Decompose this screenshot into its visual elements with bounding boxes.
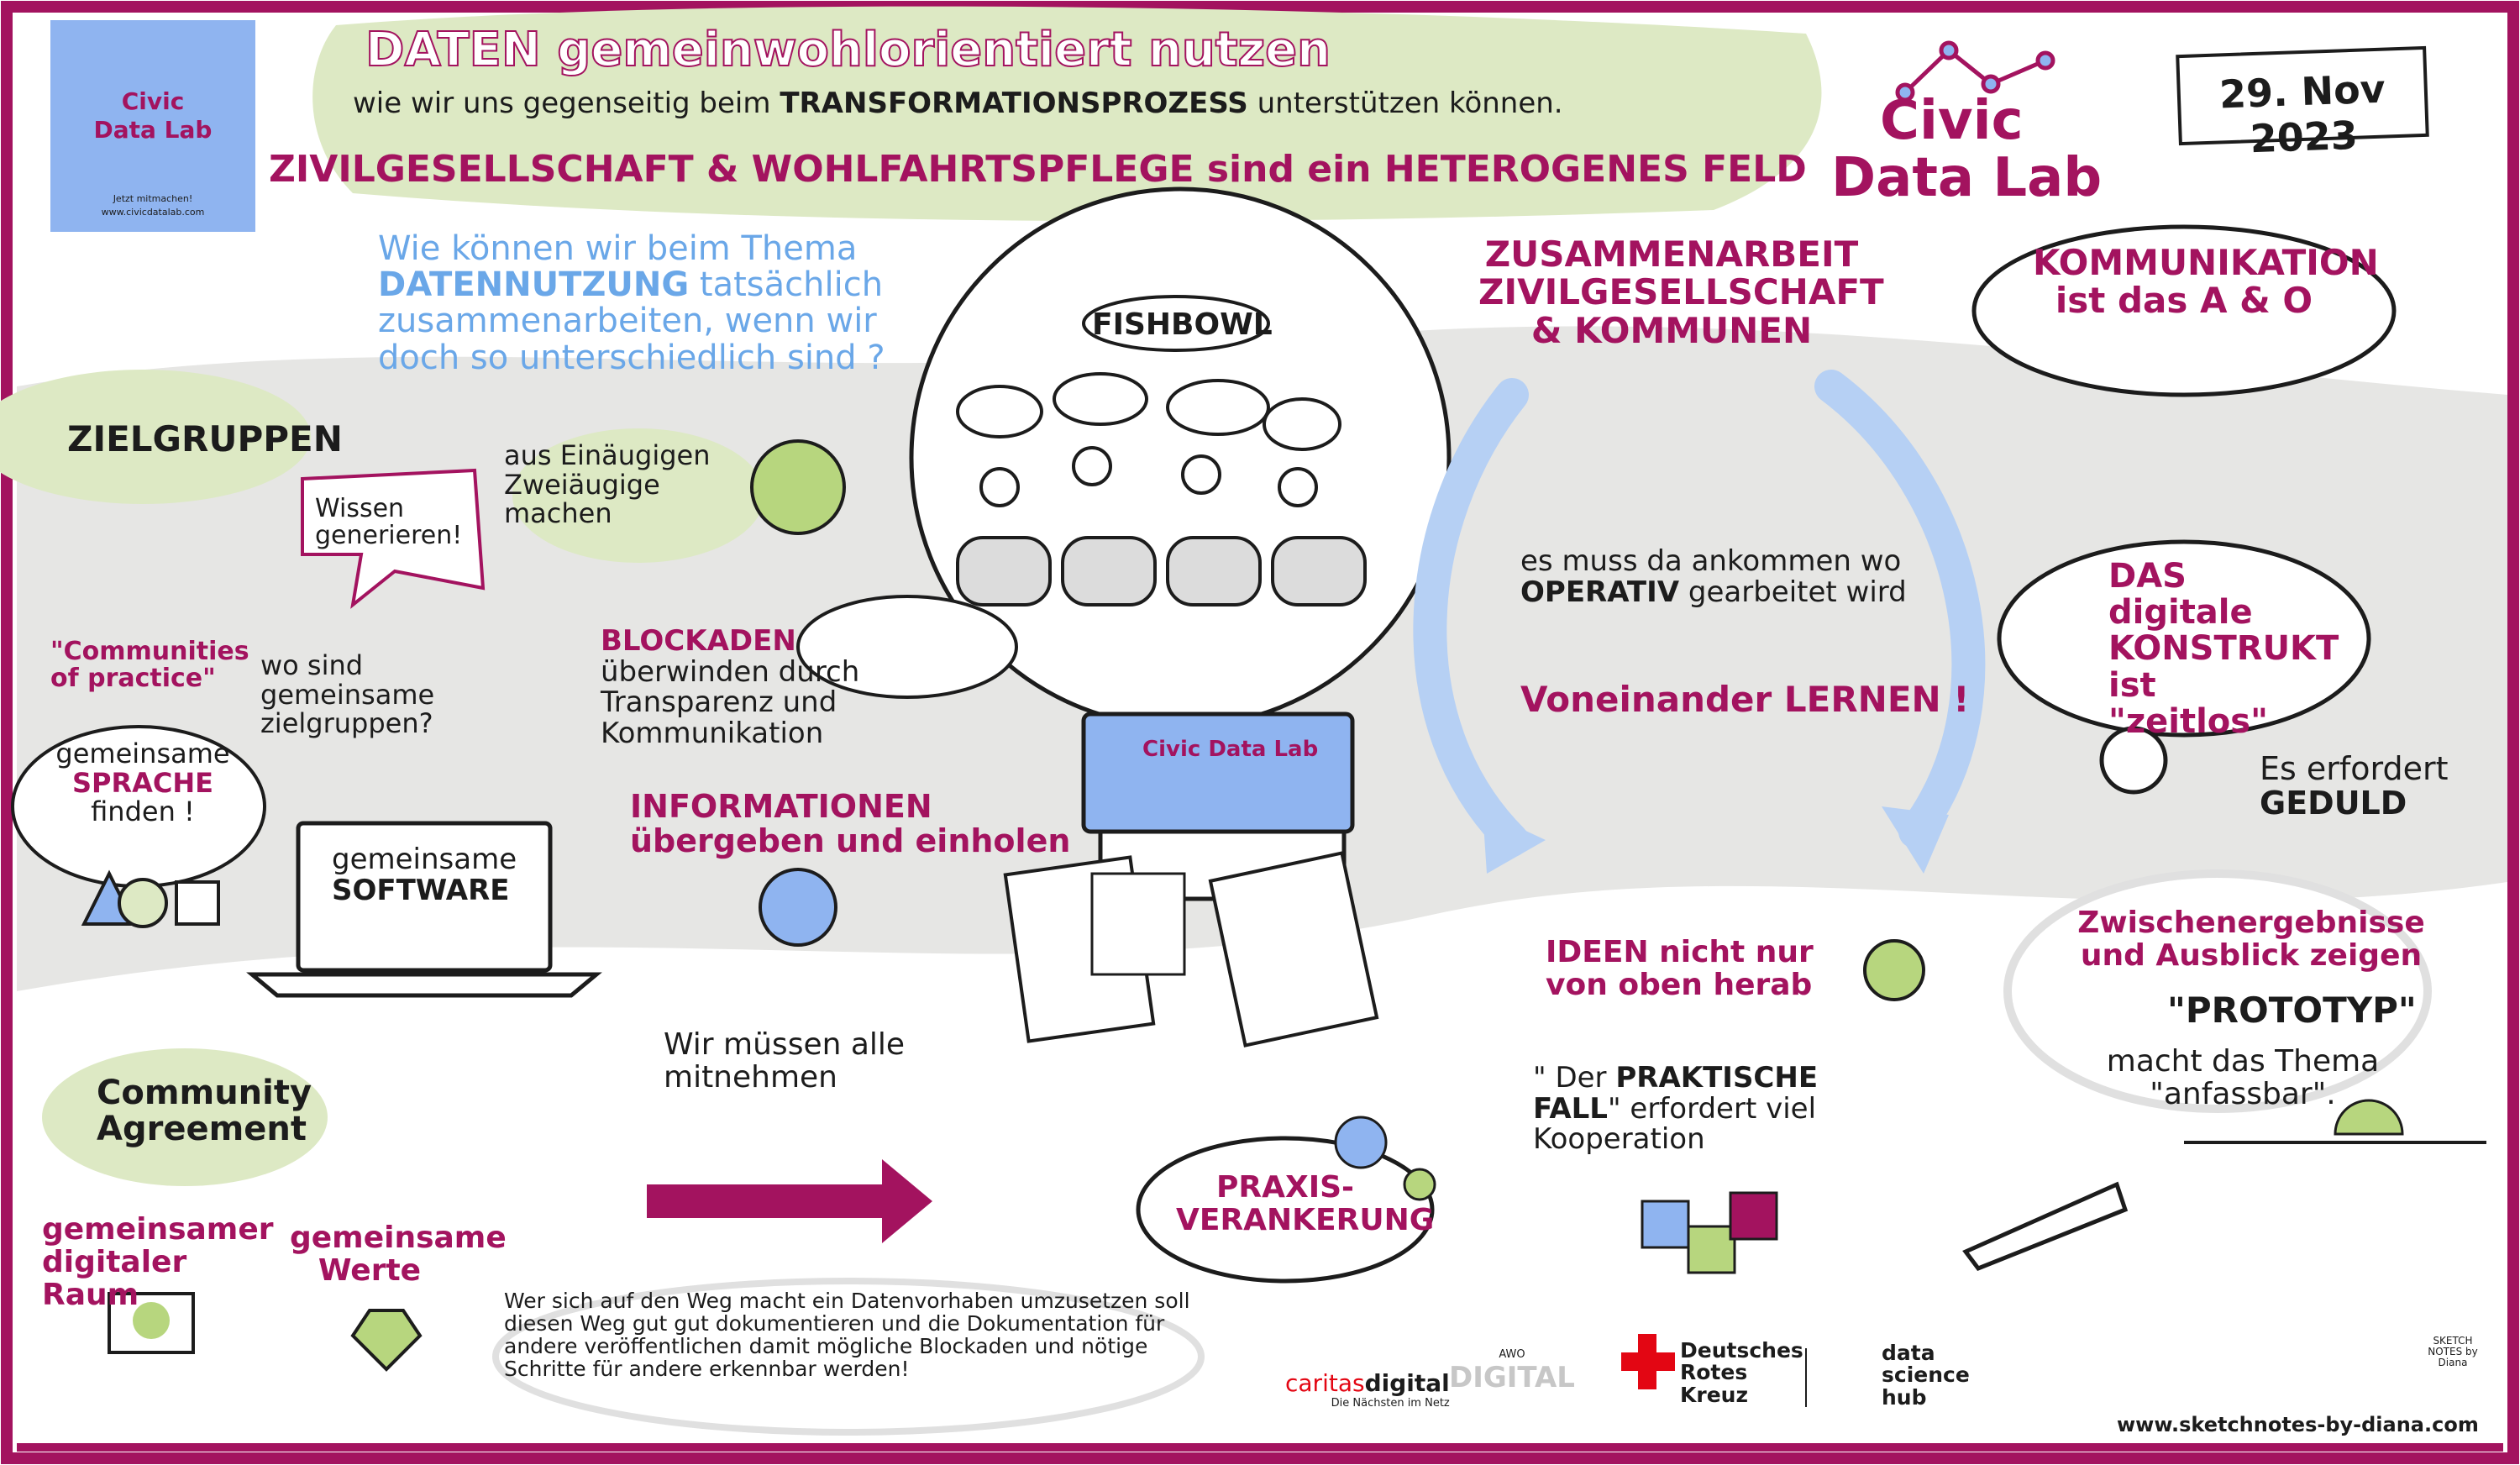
prototyp-text: "PROTOTYP" — [2167, 990, 2417, 1031]
kommunikation-bold: KOMMUNIKATION — [2033, 242, 2379, 283]
community-agreement: Community Agreement — [97, 1074, 312, 1149]
date-calendar: 29. Nov 2023 — [2176, 45, 2429, 161]
eyes-covered-face — [750, 439, 846, 535]
telescope-icon — [1962, 1181, 2129, 1272]
question-datennutzung: DATENNUTZUNG — [378, 265, 690, 305]
badge-name-line2: Data Lab — [93, 116, 213, 144]
subtitle-bold: TRANSFORMATIONSPROZESS — [780, 87, 1248, 120]
lightbulb-head — [1863, 939, 1925, 1001]
kommunikation-text: KOMMUNIKATION ist das A & O — [2033, 242, 2379, 322]
blockaden-bubbles — [796, 595, 1018, 699]
logo-line2: Data Lab — [1831, 147, 2103, 209]
drk-logo: Deutsches Rotes Kreuz — [1680, 1338, 1803, 1407]
red-cross-icon — [1621, 1334, 1675, 1389]
digital-konstrukt-text: DAS digitale KONSTRUKT ist "zeitlos" — [2108, 557, 2339, 741]
sprache-bold: SPRACHE — [71, 766, 214, 799]
paper-right — [1208, 851, 1379, 1048]
operativ-bold: OPERATIV — [1520, 575, 1680, 609]
gemeinsame-werte: gemeinsame Werte — [290, 1221, 507, 1288]
wo-sind-text: wo sind gemeinsame zielgruppen? — [260, 649, 435, 740]
praxis-bubble — [1136, 1136, 1435, 1284]
community-blob — [42, 1048, 328, 1186]
square-shape — [175, 880, 220, 926]
einaeugig-blob — [512, 428, 764, 563]
subtitle-pre: wie wir uns gegenseitig beim — [353, 87, 771, 120]
voneinander-text: Voneinander LERNEN ! — [1520, 679, 1970, 720]
left-blue-arrow — [1413, 378, 1529, 857]
footer-url[interactable]: www.sketchnotes-by-diana.com — [2117, 1413, 2479, 1436]
zielgruppen-label: ZIELGRUPPEN — [67, 418, 343, 459]
communities-text: "Communities of practice" — [50, 637, 249, 694]
blockaden-bold: BLOCKADEN — [601, 624, 796, 658]
question-line1: Wie können wir beim Thema — [378, 229, 858, 268]
praxis-text: PRAXIS-VERANKERUNG — [1176, 1170, 1435, 1237]
clock-icon — [2099, 726, 2168, 795]
header-blob — [312, 6, 1822, 222]
question-line4: doch so unterschiedlich sind ? — [378, 338, 885, 377]
field-statement: ZIVILGESELLSCHAFT & WOHLFAHRTSPFLEGE sin… — [269, 148, 1807, 191]
software-bold: SOFTWARE — [332, 873, 510, 907]
software-text: gemeinsame SOFTWARE — [332, 843, 517, 907]
konstrukt-bubble — [1997, 539, 2371, 738]
date-text: 29. Nov 2023 — [2218, 66, 2386, 162]
sketchnotes-stamp: SKETCH NOTES by Diana — [2428, 1335, 2478, 1368]
page-title: DATEN gemeinwohlorientiert nutzen — [365, 23, 1331, 77]
sprache-text: gemeinsame SPRACHE finden ! — [50, 739, 235, 827]
badge-tagline: Jetzt mitmachen! — [113, 193, 193, 204]
header-subtitle: wie wir uns gegenseitig beim TRANSFORMAT… — [353, 88, 1563, 119]
right-blue-arrow — [1814, 370, 1986, 848]
badge-name-line1: Civic — [121, 87, 185, 115]
center-laptop-screen — [1081, 711, 1355, 834]
zwischen-text: Zwischenergebnisse und Ausblick zeigen — [2077, 906, 2425, 973]
question-block: Wie können wir beim Thema DATENNUTZUNG t… — [378, 229, 885, 377]
circle-shape — [118, 878, 168, 928]
question-line3: zusammenarbeiten, wenn wir — [378, 302, 877, 341]
bottom-note: Wer sich auf den Weg macht ein Datenvorh… — [504, 1289, 1190, 1381]
zusammenarbeit-text: ZUSAMMENARBEIT ZIVILGESELLSCHAFT & KOMMU… — [1478, 234, 1884, 351]
fishbowl-label: FISHBOWL — [1092, 307, 1273, 342]
blockaden-text: BLOCKADEN überwinden durch Transparenz u… — [601, 626, 953, 749]
operativ-text: es muss da ankommen wo OPERATIV gearbeit… — [1520, 544, 1907, 609]
zwischen-cloud — [2003, 869, 2432, 1113]
informationen-text: INFORMATIONEN übergeben und einholen — [630, 788, 1071, 860]
prototyp-rest: macht das Thema "anfassbar". — [2106, 1044, 2380, 1111]
info-icon-circle — [759, 868, 837, 947]
bottom-note-cloud — [492, 1278, 1205, 1436]
mitnehmen-text: Wir müssen alle mitnehmen — [664, 1027, 906, 1095]
kommunikation-bubble — [1971, 224, 2397, 397]
praktisch-text: " Der PRAKTISCHE FALL" erfordert viel Ko… — [1533, 1061, 1819, 1157]
wissen-spiky-bubble — [301, 468, 486, 609]
gem-icon — [350, 1309, 423, 1372]
puzzle-pieces — [1641, 1191, 1778, 1274]
zielgruppen-blob — [0, 370, 311, 504]
geduld-text: Es erfordert GEDULD — [2260, 750, 2449, 822]
fishbowl-speech-bubbles — [956, 372, 1341, 451]
civic-network-icon — [1895, 40, 2055, 102]
mitnehmen-arrow — [647, 1159, 932, 1243]
badge-url: www.civicdatalab.com — [101, 207, 205, 218]
subtitle-post: unterstützen können. — [1257, 87, 1563, 120]
digitaler-raum: gemeinsamer digitaler Raum — [42, 1212, 274, 1312]
geduld-bold: GEDULD — [2260, 785, 2407, 822]
fishbowl-people — [956, 446, 1367, 606]
software-laptop-screen — [296, 821, 553, 973]
wissen-text: Wissen generieren! — [315, 494, 463, 551]
caritas-logo: caritasdigital Die Nächsten im Netz — [1285, 1369, 1450, 1410]
einaeugig-text: aus Einäugigen Zweiäugige machen — [504, 439, 711, 530]
sunset-icon — [2334, 1099, 2404, 1136]
informationen-bold: INFORMATIONEN — [630, 788, 932, 825]
awo-digital-logo: AWO DIGITAL — [1449, 1348, 1575, 1394]
praktisch-bold: PRAKTISCHE FALL — [1533, 1061, 1819, 1126]
gear-icon-green — [1403, 1168, 1436, 1201]
ideen-text: IDEEN nicht nur von oben herab — [1546, 935, 1814, 1002]
civic-data-lab-badge: Civic Data Lab Jetzt mitmachen! www.civi… — [50, 20, 255, 232]
question-line2: DATENNUTZUNG tatsächlich — [378, 265, 884, 305]
gear-icon-blue — [1334, 1116, 1388, 1169]
laptop-logo: Civic Data Lab — [1142, 737, 1319, 762]
data-science-hub-logo: data science hub — [1882, 1341, 1970, 1410]
logo-line1: Civic — [1880, 90, 2024, 152]
fishbowl-label-bubble — [1082, 295, 1270, 352]
